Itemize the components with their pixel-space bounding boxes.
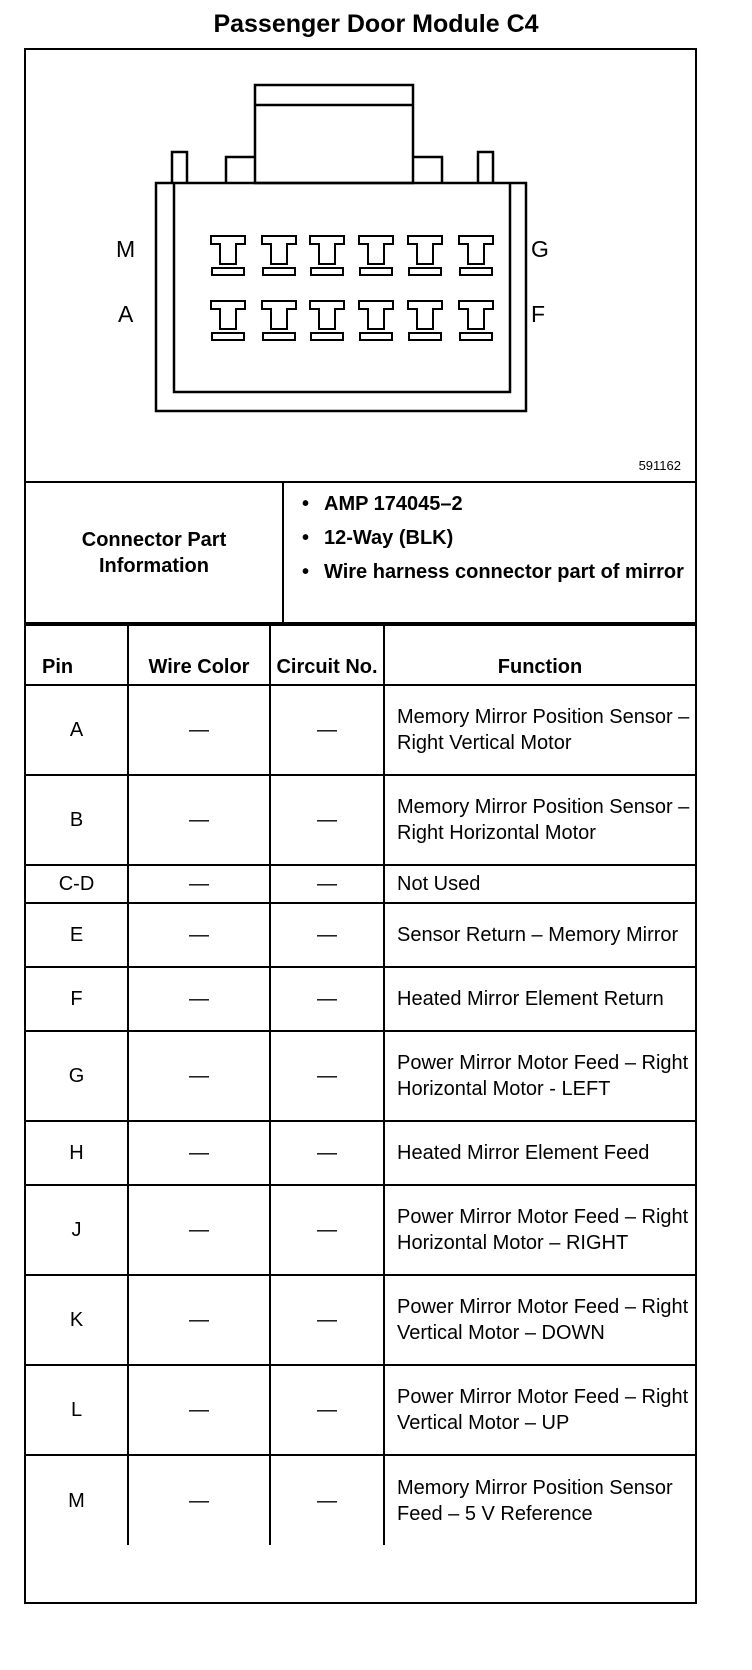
- terminal-cavity: [210, 235, 246, 276]
- terminal-cavity: [407, 235, 443, 276]
- wire-color-cell: —: [127, 966, 271, 1032]
- function-cell: Power Mirror Motor Feed – Right Horizont…: [383, 1030, 695, 1122]
- figure-reference-number: 591162: [638, 458, 681, 473]
- header-pin: Pin: [26, 624, 129, 686]
- pin-cell: H: [26, 1120, 129, 1186]
- function-cell: Sensor Return – Memory Mirror: [383, 902, 695, 968]
- pin-cell: M: [26, 1454, 129, 1545]
- table-header-row: Pin Wire Color Circuit No. Function: [26, 624, 695, 686]
- wire-color-cell: —: [127, 1274, 271, 1366]
- pin-cell: F: [26, 966, 129, 1032]
- wire-color-cell: —: [127, 1184, 271, 1276]
- circuit-no-cell: —: [269, 1274, 385, 1366]
- table-row: G——Power Mirror Motor Feed – Right Horiz…: [26, 1030, 695, 1122]
- wire-color-cell: —: [127, 864, 271, 904]
- table-row: K——Power Mirror Motor Feed – Right Verti…: [26, 1274, 695, 1366]
- function-cell: Power Mirror Motor Feed – Right Horizont…: [383, 1184, 695, 1276]
- wire-color-cell: —: [127, 1364, 271, 1456]
- function-cell: Memory Mirror Position Sensor – Right Ve…: [383, 684, 695, 776]
- pin-cell: B: [26, 774, 129, 866]
- connector-body: [154, 181, 528, 413]
- pin-label-f: F: [531, 301, 546, 327]
- connector-part-info-list: AMP 174045–2 12-Way (BLK) Wire harness c…: [284, 483, 695, 622]
- terminal-cavity: [458, 300, 494, 341]
- terminal-grid: [210, 235, 494, 341]
- table-row: F——Heated Mirror Element Return: [26, 966, 695, 1032]
- header-wire-color: Wire Color: [127, 624, 271, 686]
- function-cell: Memory Mirror Position Sensor – Right Ho…: [383, 774, 695, 866]
- circuit-no-cell: —: [269, 864, 385, 904]
- wire-color-cell: —: [127, 1454, 271, 1545]
- function-cell: Heated Mirror Element Feed: [383, 1120, 695, 1186]
- terminal-cavity: [407, 300, 443, 341]
- table-row: E——Sensor Return – Memory Mirror: [26, 902, 695, 968]
- function-cell: Not Used: [383, 864, 695, 904]
- table-row: J——Power Mirror Motor Feed – Right Horiz…: [26, 1184, 695, 1276]
- connector-type: 12-Way (BLK): [302, 525, 695, 551]
- circuit-no-cell: —: [269, 902, 385, 968]
- pin-cell: E: [26, 902, 129, 968]
- function-cell: Memory Mirror Position Sensor Feed – 5 V…: [383, 1454, 695, 1545]
- page-title: Passenger Door Module C4: [213, 10, 539, 38]
- function-cell: Heated Mirror Element Return: [383, 966, 695, 1032]
- connector-face-drawing: [154, 83, 528, 413]
- connector-note: Wire harness connector part of mirror: [302, 559, 695, 585]
- table-row: L——Power Mirror Motor Feed – Right Verti…: [26, 1364, 695, 1456]
- wire-color-cell: —: [127, 684, 271, 776]
- terminal-cavity: [261, 300, 297, 341]
- pin-label-m: M: [116, 236, 136, 262]
- connector-diagram: M A G F 591162: [26, 50, 695, 483]
- wire-color-cell: —: [127, 774, 271, 866]
- terminal-cavity: [458, 235, 494, 276]
- function-cell: Power Mirror Motor Feed – Right Vertical…: [383, 1274, 695, 1366]
- pin-cell: L: [26, 1364, 129, 1456]
- terminal-cavity: [309, 235, 345, 276]
- pin-cell: A: [26, 684, 129, 776]
- pin-cell: G: [26, 1030, 129, 1122]
- circuit-no-cell: —: [269, 966, 385, 1032]
- terminal-cavity: [358, 300, 394, 341]
- wire-color-cell: —: [127, 1030, 271, 1122]
- circuit-no-cell: —: [269, 1454, 385, 1545]
- circuit-no-cell: —: [269, 1364, 385, 1456]
- table-row: M——Memory Mirror Position Sensor Feed – …: [26, 1454, 695, 1545]
- pin-cell: J: [26, 1184, 129, 1276]
- terminal-cavity: [210, 300, 246, 341]
- circuit-no-cell: —: [269, 684, 385, 776]
- part-number: AMP 174045–2: [302, 491, 695, 517]
- connector-sheet: M A G F 591162 Connector Part Informatio…: [24, 48, 697, 1604]
- connector-part-info-label: Connector Part Information: [26, 483, 284, 622]
- pin-label-g: G: [531, 236, 549, 262]
- connector-latch: [253, 83, 415, 185]
- connector-part-info: Connector Part Information AMP 174045–2 …: [26, 483, 695, 624]
- circuit-no-cell: —: [269, 1120, 385, 1186]
- table-row: C-D——Not Used: [26, 864, 695, 904]
- wire-color-cell: —: [127, 1120, 271, 1186]
- table-row: A——Memory Mirror Position Sensor – Right…: [26, 684, 695, 776]
- pin-cell: C-D: [26, 864, 129, 904]
- pin-cell: K: [26, 1274, 129, 1366]
- circuit-no-cell: —: [269, 1030, 385, 1122]
- pinout-table: Pin Wire Color Circuit No. Function A——M…: [26, 624, 695, 1545]
- function-cell: Power Mirror Motor Feed – Right Vertical…: [383, 1364, 695, 1456]
- terminal-cavity: [309, 300, 345, 341]
- header-circuit-no: Circuit No.: [269, 624, 385, 686]
- table-row: B——Memory Mirror Position Sensor – Right…: [26, 774, 695, 866]
- header-function: Function: [383, 624, 695, 686]
- terminal-cavity: [261, 235, 297, 276]
- circuit-no-cell: —: [269, 1184, 385, 1276]
- terminal-cavity: [358, 235, 394, 276]
- circuit-no-cell: —: [269, 774, 385, 866]
- wire-color-cell: —: [127, 902, 271, 968]
- table-row: H——Heated Mirror Element Feed: [26, 1120, 695, 1186]
- pin-label-a: A: [118, 301, 134, 327]
